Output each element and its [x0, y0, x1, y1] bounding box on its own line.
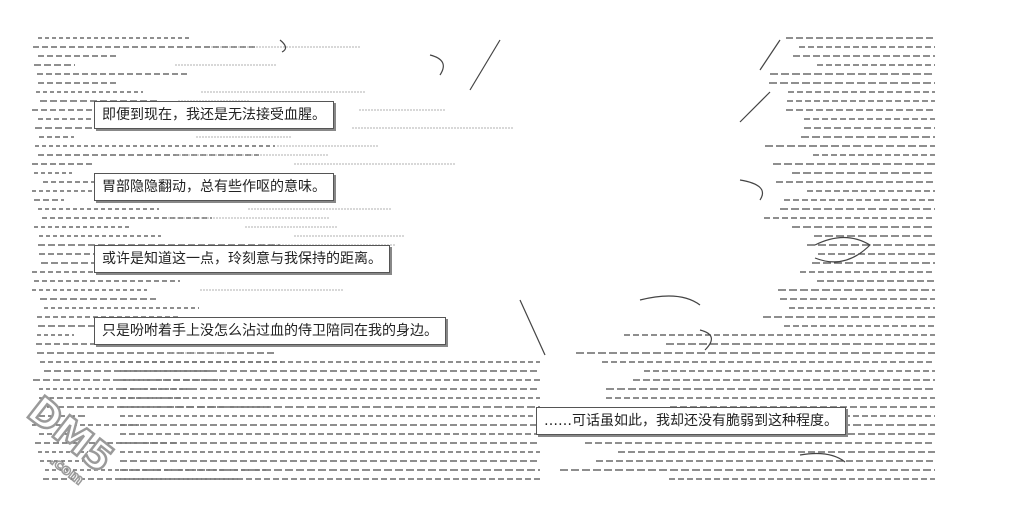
- caption-1-text: 即便到现在，我还是无法接受血腥。: [102, 107, 326, 123]
- caption-5-text: ……可话虽如此，我却还没有脆弱到这种程度。: [544, 413, 838, 429]
- caption-4-text: 只是吩咐着手上没怎么沾过血的侍卫陪同在我的身边。: [102, 323, 438, 339]
- caption-2-text: 胃部隐隐翻动，总有些作呕的意味。: [102, 179, 326, 195]
- caption-3: 或许是知道这一点，玲刻意与我保持的距离。: [94, 245, 390, 273]
- caption-2: 胃部隐隐翻动，总有些作呕的意味。: [94, 173, 334, 201]
- caption-3-text: 或许是知道这一点，玲刻意与我保持的距离。: [102, 251, 382, 267]
- site-watermark: DM5 .com: [18, 386, 123, 489]
- caption-5: ……可话虽如此，我却还没有脆弱到这种程度。: [536, 407, 846, 435]
- caption-4: 只是吩咐着手上没怎么沾过血的侍卫陪同在我的身边。: [94, 317, 446, 345]
- caption-1: 即便到现在，我还是无法接受血腥。: [94, 101, 334, 129]
